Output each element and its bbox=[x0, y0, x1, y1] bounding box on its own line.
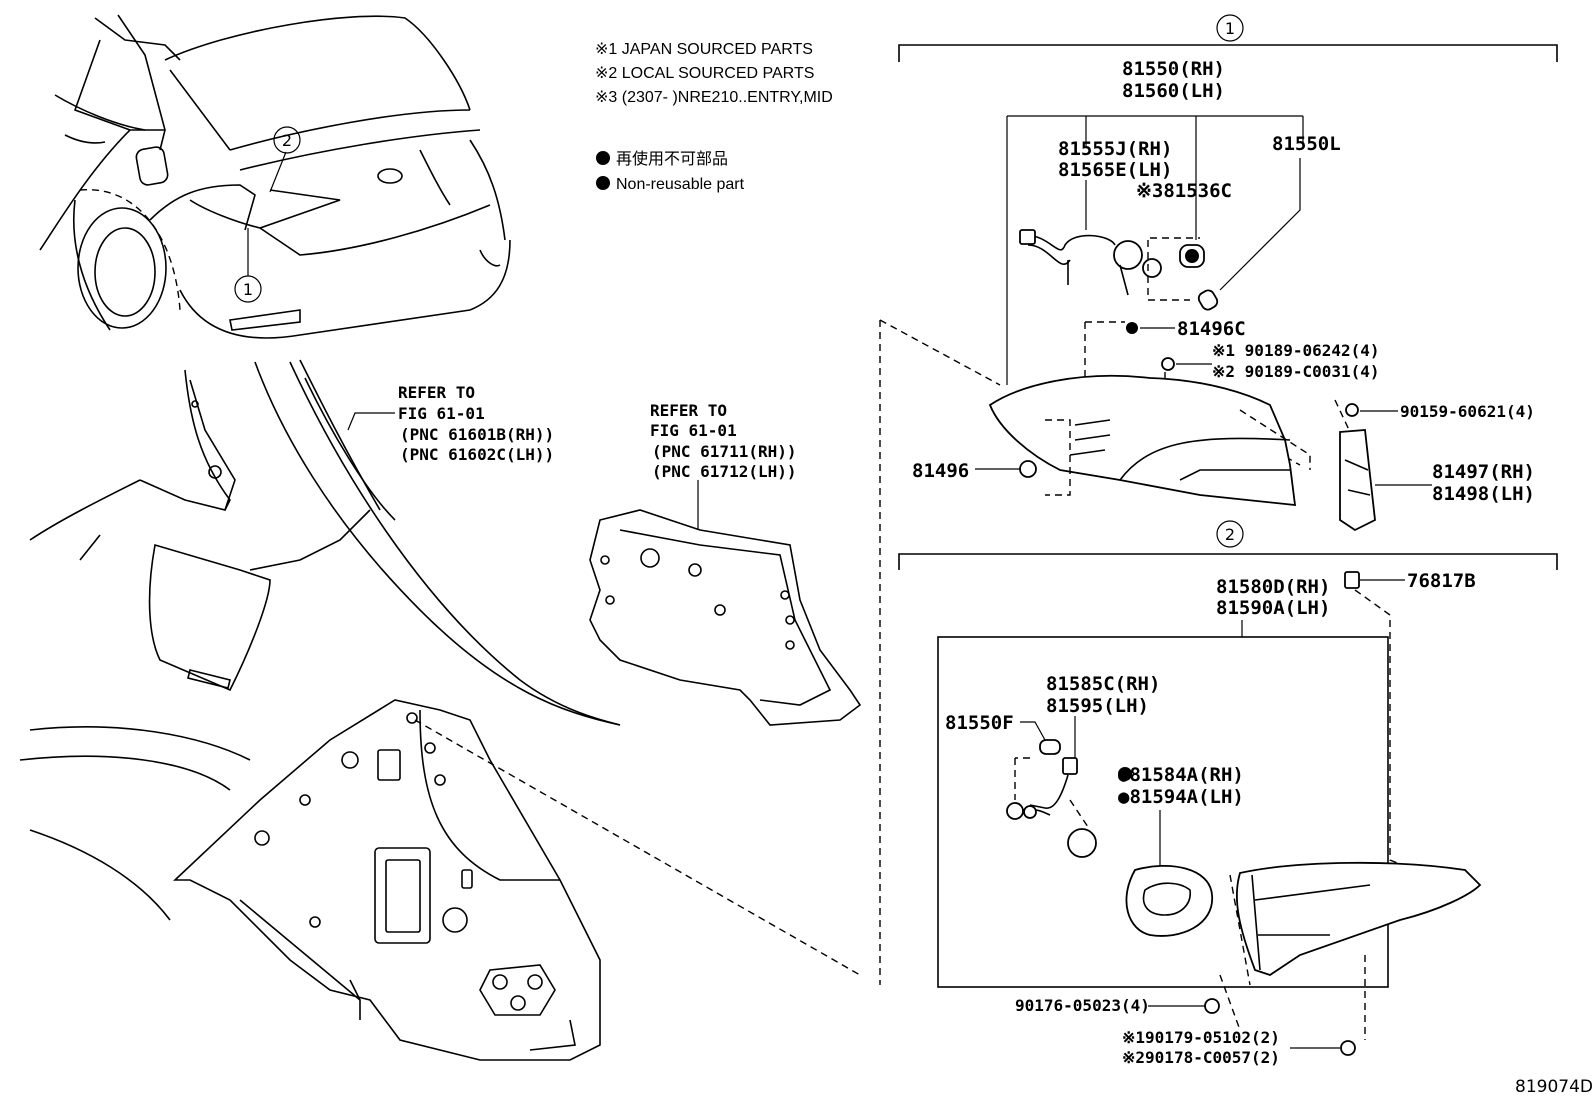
g2-assy-lh-label: 81590A(LH) bbox=[1216, 597, 1330, 619]
ref-quarter-line4: (PNC 61602C(LH)) bbox=[400, 445, 554, 464]
group1-marker: 1 bbox=[1225, 19, 1235, 38]
quarter-panel-illustration: REFER TO FIG 61-01 (PNC 61601B(RH)) (PNC… bbox=[19, 359, 621, 921]
ref-inner-line4: (PNC 61712(LH)) bbox=[652, 462, 797, 481]
g2-assy-rh-label: 81580D(RH) bbox=[1216, 576, 1330, 598]
g2-nut-label: 90176-05023(4) bbox=[1015, 996, 1150, 1015]
g1-cushion-label: 81496 bbox=[912, 460, 969, 482]
g1-screw1-label: ※1 90189-06242(4) bbox=[1212, 341, 1380, 360]
g1-grommet-icon bbox=[1126, 322, 1138, 334]
group2-bracket: 2 bbox=[898, 520, 1558, 570]
g1-cover-label: ※381536C bbox=[1136, 180, 1232, 202]
group1-parts: 81550(RH) 81560(LH) 81555J(RH) 81565E(LH… bbox=[879, 58, 1535, 985]
g1-grommet-label: 81496C bbox=[1177, 318, 1246, 340]
legend-japanese: 再使用不可部品 bbox=[616, 150, 728, 168]
g2-gasket-rh-label: ●81584A(RH) bbox=[1118, 764, 1244, 786]
group2-marker: 2 bbox=[1225, 525, 1235, 544]
g1-cover-icon bbox=[1185, 249, 1199, 263]
g2-bulb-label: 81550F bbox=[945, 712, 1014, 734]
g1-bulb-label: 81550L bbox=[1272, 133, 1341, 155]
group2-parts: 76817B 81580D(RH) 81590A(LH) 81585C(RH) … bbox=[937, 570, 1482, 1067]
g1-screw3-label: 90159-60621(4) bbox=[1400, 402, 1535, 421]
g1-socket-rh-label: 81555J(RH) bbox=[1058, 138, 1172, 160]
non-reusable-bullet-icon-2 bbox=[596, 176, 610, 190]
note-japan-sourced: ※1 JAPAN SOURCED PARTS bbox=[595, 41, 813, 58]
inner-panel-illustration bbox=[172, 699, 861, 1061]
car-rear-illustration: 1 2 bbox=[39, 14, 511, 339]
g2-nut1-label: ※190179-05102(2) bbox=[1122, 1028, 1280, 1047]
g1-socket-lh-label: 81565E(LH) bbox=[1058, 159, 1172, 181]
ref-quarter-line3: (PNC 61601B(RH)) bbox=[400, 425, 554, 444]
notes-block: ※1 JAPAN SOURCED PARTS ※2 LOCAL SOURCED … bbox=[595, 41, 833, 193]
g1-screw2-label: ※2 90189-C0031(4) bbox=[1212, 362, 1380, 381]
non-reusable-bullet-icon bbox=[596, 151, 610, 165]
ref-quarter-line1: REFER TO bbox=[398, 383, 475, 402]
ref-inner-line1: REFER TO bbox=[650, 401, 727, 420]
ref-quarter-line2: FIG 61-01 bbox=[398, 404, 485, 423]
callout-2: 2 bbox=[282, 131, 292, 150]
figure-id: 819074D bbox=[1515, 1077, 1592, 1097]
g2-socket-lh-label: 81595(LH) bbox=[1046, 695, 1149, 717]
note-model-range: ※3 (2307- )NRE210..ENTRY,MID bbox=[595, 89, 833, 106]
legend-english: Non-reusable part bbox=[616, 176, 745, 193]
g2-socket-rh-label: 81585C(RH) bbox=[1046, 673, 1160, 695]
g1-assy-lh-label: 81560(LH) bbox=[1122, 80, 1225, 102]
g1-bracket-lh-label: 81498(LH) bbox=[1432, 483, 1535, 505]
g1-assy-rh-label: 81550(RH) bbox=[1122, 58, 1225, 80]
g2-clip-label: 76817B bbox=[1407, 570, 1476, 592]
callout-1: 1 bbox=[243, 280, 253, 299]
ref-inner-line2: FIG 61-01 bbox=[650, 421, 737, 440]
group1-bracket: 1 bbox=[898, 14, 1558, 62]
g2-gasket-rh-icon bbox=[1118, 767, 1132, 781]
note-local-sourced: ※2 LOCAL SOURCED PARTS bbox=[595, 65, 814, 82]
ref-inner-line3: (PNC 61711(RH)) bbox=[652, 442, 797, 461]
g1-bracket-rh-label: 81497(RH) bbox=[1432, 461, 1535, 483]
g2-nut2-label: ※290178-C0057(2) bbox=[1122, 1048, 1280, 1067]
trim-panel-illustration: REFER TO FIG 61-01 (PNC 61711(RH)) (PNC … bbox=[589, 401, 862, 726]
g2-gasket-lh-label: ●81594A(LH) bbox=[1118, 786, 1244, 808]
